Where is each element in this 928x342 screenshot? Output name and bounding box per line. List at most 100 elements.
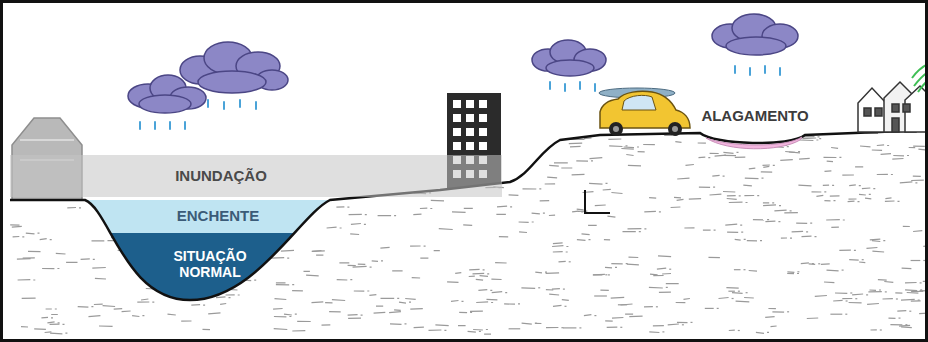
soil-dash xyxy=(744,269,746,270)
soil-dash xyxy=(99,325,113,327)
soil-dash xyxy=(801,262,809,264)
soil-dash xyxy=(900,181,913,183)
soil-dash xyxy=(23,257,35,258)
soil-dash xyxy=(316,255,323,256)
soil-dash xyxy=(691,322,693,323)
soil-dash xyxy=(873,188,875,189)
soil-dash xyxy=(325,302,332,303)
soil-dash xyxy=(572,211,578,213)
soil-dash xyxy=(170,281,172,282)
soil-dash xyxy=(498,145,510,146)
soil-dash xyxy=(90,152,92,153)
soil-dash xyxy=(329,145,339,146)
soil-dash xyxy=(774,210,786,212)
soil-dash xyxy=(168,314,176,316)
soil-dash xyxy=(260,148,262,149)
soil-dash xyxy=(33,279,35,280)
soil-dash xyxy=(872,251,884,253)
soil-dash xyxy=(772,202,774,203)
soil-dash xyxy=(545,272,547,273)
soil-dash xyxy=(509,194,519,196)
soil-dash xyxy=(869,194,871,195)
soil-dash xyxy=(499,236,508,237)
soil-dash xyxy=(142,315,144,316)
soil-dash xyxy=(666,287,668,288)
soil-dash xyxy=(797,271,799,272)
soil-dash xyxy=(337,279,348,281)
soil-dash xyxy=(606,183,608,184)
soil-dash xyxy=(821,263,830,265)
soil-dash xyxy=(740,225,742,226)
soil-dash xyxy=(336,206,344,208)
soil-dash xyxy=(767,332,769,333)
soil-dash xyxy=(431,200,444,202)
soil-dash xyxy=(144,132,155,133)
band-label: ENCHENTE xyxy=(177,207,260,224)
soil-dash xyxy=(653,325,664,326)
soil-dash xyxy=(868,291,881,292)
soil-dash xyxy=(855,166,863,167)
soil-dash xyxy=(744,239,746,240)
soil-dash xyxy=(554,162,568,163)
soil-dash xyxy=(64,136,76,138)
soil-dash xyxy=(723,152,733,153)
soil-dash xyxy=(834,200,836,201)
soil-dash xyxy=(364,224,366,225)
soil-dash xyxy=(40,239,47,240)
soil-dash xyxy=(306,139,316,140)
soil-dash xyxy=(76,152,87,154)
soil-dash xyxy=(815,236,817,237)
soil-dash xyxy=(852,293,863,295)
soil-dash xyxy=(827,161,833,163)
soil-dash xyxy=(41,317,48,319)
soil-dash xyxy=(855,298,857,299)
soil-dash xyxy=(564,131,574,133)
soil-dash xyxy=(603,189,611,191)
soil-dash xyxy=(727,198,737,200)
soil-dash xyxy=(884,281,893,283)
soil-dash xyxy=(538,287,540,288)
soil-dash xyxy=(849,302,862,304)
soil-dash xyxy=(753,219,764,220)
soil-dash xyxy=(798,185,811,187)
soil-dash xyxy=(763,164,770,166)
soil-dash xyxy=(468,331,476,333)
soil-dash xyxy=(275,151,277,152)
soil-dash xyxy=(95,278,106,280)
soil-dash xyxy=(545,183,555,184)
soil-dash xyxy=(898,201,900,202)
soil-dash xyxy=(911,300,921,302)
soil-dash xyxy=(628,165,641,167)
soil-dash xyxy=(862,187,870,189)
soil-dash xyxy=(772,311,784,313)
soil-dash xyxy=(226,294,235,295)
soil-dash xyxy=(738,291,740,292)
soil-dash xyxy=(250,147,258,149)
soil-dash xyxy=(335,140,349,142)
soil-dash xyxy=(732,292,743,294)
soil-dash xyxy=(220,303,226,305)
soil-dash xyxy=(747,240,757,241)
soil-dash xyxy=(644,211,656,213)
soil-dash xyxy=(590,157,603,159)
soil-dash xyxy=(340,227,342,228)
soil-dash xyxy=(843,219,845,220)
soil-dash xyxy=(807,317,818,319)
soil-dash xyxy=(463,224,472,226)
soil-dash xyxy=(547,177,557,179)
soil-dash xyxy=(470,311,483,312)
soil-dash xyxy=(535,323,541,324)
soil-dash xyxy=(608,138,621,140)
soil-dash xyxy=(920,289,922,290)
soil-dash xyxy=(773,165,775,166)
soil-dash xyxy=(705,308,714,309)
soil-dash xyxy=(729,330,735,332)
soil-dash xyxy=(497,206,507,208)
soil-dash xyxy=(123,237,125,238)
soil-dash xyxy=(254,280,256,281)
soil-dash xyxy=(186,147,188,148)
soil-dash xyxy=(735,157,746,158)
soil-dash xyxy=(519,221,529,223)
soil-dash xyxy=(699,187,710,188)
soil-dash xyxy=(42,268,54,269)
